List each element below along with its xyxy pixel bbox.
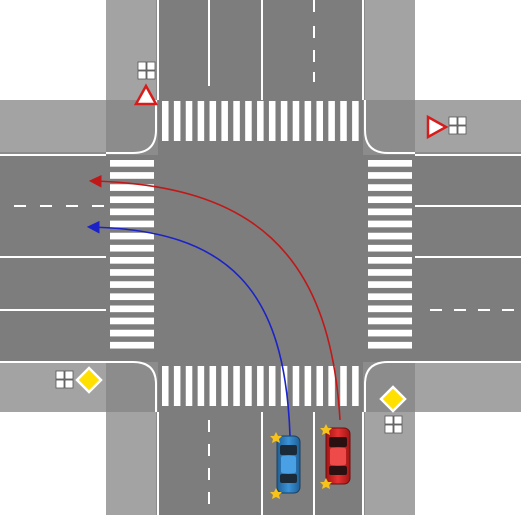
crosswalk-stripe [292,101,300,141]
crosswalk-south [162,366,359,406]
crosswalk-stripe [221,101,228,141]
crosswalk-stripe [233,101,240,141]
crosswalk-stripe [110,172,154,179]
crosswalk-stripe [245,101,252,141]
crosswalk-stripe [233,366,240,406]
red-car [320,424,351,489]
crosswalk-stripe [316,366,324,406]
crosswalk-stripe [368,317,412,325]
crosswalk-stripe [110,281,154,288]
crosswalk-stripe [162,366,169,406]
priority-diamond-icon [75,366,103,394]
crosswalk-stripe [197,366,205,406]
blue-car-path [86,220,291,437]
crosswalk-stripe [173,366,181,406]
yield-sign-north-west [133,61,159,106]
crosswalk-stripe [221,366,228,406]
crosswalk-stripe [340,366,347,406]
crosswalk-stripe [368,172,412,179]
crosswalk-stripe [209,101,217,141]
crosswalk-stripe [368,305,412,313]
crosswalk-stripe [368,281,412,288]
crosswalk-stripe [268,366,276,406]
crosswalk-stripe [368,232,412,240]
crosswalk-stripe [304,366,312,406]
corner-curbs [106,100,415,412]
turn-signal-icon [320,424,332,435]
crosswalk-stripe [268,101,276,141]
crosswalk-stripe [368,160,412,167]
crosswalk-stripe [292,366,300,406]
crosswalk-stripe [368,208,412,216]
blue-car [270,432,301,499]
crosswalk-stripe [110,244,154,252]
crosswalk-stripe [209,366,217,406]
crosswalk-stripe [110,208,154,216]
crosswalk-stripe [110,329,154,337]
crosswalk-stripe [110,257,154,264]
crosswalk-stripe [110,341,154,349]
crosswalk-stripe [368,257,412,264]
crosswalk-stripe [368,184,412,191]
crosswalk-stripe [280,101,288,141]
crosswalk-stripe [162,101,169,141]
red-car-path [88,174,341,421]
crosswalk-stripe [368,341,412,349]
crosswalk-stripe [328,366,335,406]
crosswalk-stripe [110,196,154,204]
turn-signal-icon [270,432,282,443]
crosswalk-stripe [110,293,154,301]
crosswalk-stripe [316,101,324,141]
crosswalk-stripe [304,101,312,141]
crosswalk-stripe [257,366,264,406]
priority-diamond-icon [379,385,407,413]
crosswalk-stripe [340,101,347,141]
crosswalk-stripe [173,101,181,141]
crosswalk-stripe [280,366,288,406]
crosswalk-stripe [368,269,412,276]
crosswalk-west [110,160,154,349]
yield-triangle-icon [133,83,159,106]
priority-sign-west-south [55,366,103,394]
turn-signal-icon [320,478,332,489]
crosswalk-stripe [185,101,193,141]
crosswalk-stripe [245,366,252,406]
crosswalk-stripe [352,101,359,141]
crosswalk-stripe [110,305,154,313]
crosswalk-stripe [110,269,154,276]
crosswalk-stripe [257,101,264,141]
priority-sign-south-east [379,385,407,434]
crosswalk-stripe [368,244,412,252]
crosswalk-stripe [110,160,154,167]
crosswalk-stripe [368,293,412,301]
crosswalk-east [368,160,412,349]
crosswalk-stripe [110,317,154,325]
crosswalk-stripe [110,232,154,240]
yield-triangle-icon [426,114,449,140]
yield-sign-east-north [426,114,467,140]
crosswalk-stripe [110,220,154,228]
crosswalk-stripe [328,101,335,141]
crosswalk-stripe [368,329,412,337]
crosswalk-stripe [368,220,412,228]
crosswalk-stripe [110,184,154,191]
crosswalk-north [162,101,359,141]
crosswalk-stripe [197,101,205,141]
crosswalk-stripe [185,366,193,406]
turn-signal-icon [270,488,282,499]
crosswalk-stripe [368,196,412,204]
crosswalk-stripe [352,366,359,406]
